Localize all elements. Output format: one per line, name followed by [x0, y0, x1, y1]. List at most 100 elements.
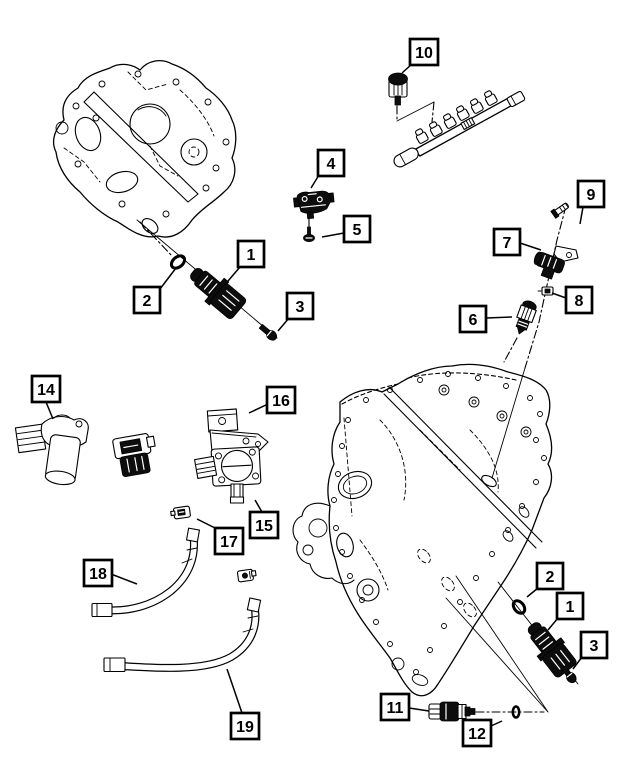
callout-number: 1: [566, 599, 575, 616]
callout-box-8[interactable]: 8: [564, 285, 594, 315]
callout-box-1-rear[interactable]: 1: [555, 591, 585, 621]
callout-frame[interactable]: [265, 385, 297, 415]
callout-box-10[interactable]: 10: [408, 37, 440, 67]
callout-box-1-front[interactable]: 1: [236, 239, 266, 269]
leader-lines: [45, 63, 584, 727]
cam-sensor-rear-group: [497, 581, 579, 685]
callout-frame[interactable]: [379, 692, 411, 722]
callout-box-11[interactable]: 11: [379, 692, 411, 722]
callout-frame[interactable]: [82, 558, 114, 588]
callout-number: 11: [387, 700, 404, 717]
callout-number: 19: [236, 719, 254, 736]
engine-side-view: [292, 363, 553, 713]
o-ring-rear: [511, 599, 527, 615]
map-sensor-screw: [303, 226, 315, 242]
o-ring-front: [169, 254, 187, 270]
callout-frame[interactable]: [576, 179, 606, 209]
coolant-sensor: [14, 414, 89, 486]
small-pressure-sensor: [112, 433, 156, 478]
map-sensor-group: [293, 190, 335, 242]
sensor-install-link: [396, 101, 435, 122]
callout-number: 14: [37, 382, 55, 399]
fuel-rail-left-tip: [393, 147, 419, 168]
callout-frame[interactable]: [342, 214, 372, 244]
callout-box-3-rear[interactable]: 3: [579, 630, 609, 660]
retaining-clip: [537, 286, 554, 296]
sensor-bolt-rear: [560, 665, 577, 684]
sensor-bolt-front: [258, 323, 278, 341]
callout-frame[interactable]: [535, 561, 565, 591]
callout-number: 2: [143, 293, 152, 310]
pressure-sensor-bracket: [533, 245, 579, 280]
callout-frame[interactable]: [492, 227, 522, 257]
o-ring-oil-sensor: [511, 705, 521, 719]
fuel-rail-group: [388, 72, 526, 168]
callout-box-2-rear[interactable]: 2: [535, 561, 565, 591]
callout-frame[interactable]: [248, 510, 280, 540]
callout-number: 15: [255, 518, 273, 535]
callout-box-6[interactable]: 6: [458, 304, 488, 334]
callout-box-12[interactable]: 12: [461, 718, 493, 748]
hose-clip-b: [236, 568, 257, 583]
callout-box-3-front[interactable]: 3: [285, 291, 315, 321]
cam-sensor-rear: [527, 622, 577, 678]
oil-pressure-sensor: [428, 701, 476, 722]
callout-number: 3: [296, 299, 305, 316]
callout-frame[interactable]: [564, 285, 594, 315]
install-guide-lines: [445, 575, 549, 713]
callout-number: 9: [587, 187, 596, 204]
callout-number: 10: [415, 45, 433, 62]
callout-box-5[interactable]: 5: [342, 214, 372, 244]
callout-number: 12: [468, 726, 486, 743]
engine-side-details: [302, 371, 549, 713]
callout-frame[interactable]: [236, 239, 266, 269]
side-bolt-bosses: [331, 371, 547, 675]
hose-clip-a: [170, 505, 191, 520]
callout-number: 18: [89, 566, 107, 583]
callout-frame[interactable]: [458, 304, 488, 334]
callout-frame[interactable]: [132, 285, 162, 315]
callout-frame[interactable]: [408, 37, 440, 67]
callout-box-15[interactable]: 15: [248, 510, 280, 540]
bolt-bosses: [72, 70, 230, 218]
callout-box-4[interactable]: 4: [316, 148, 346, 178]
fuel-rail-sensor: [388, 72, 408, 106]
callout-number: 8: [575, 293, 584, 310]
callout-number: 3: [590, 638, 599, 655]
callout-box-14[interactable]: 14: [30, 374, 62, 404]
callout-frame[interactable]: [229, 711, 261, 741]
mount-pad: [481, 474, 497, 488]
right-sensor-cluster: [481, 202, 579, 488]
callout-frame[interactable]: [213, 526, 245, 556]
callout-box-16[interactable]: 16: [265, 385, 297, 415]
hose-upper: [91, 527, 201, 618]
water-pump-housing: [292, 502, 355, 585]
callout-box-9[interactable]: 9: [576, 179, 606, 209]
engine-side-outline: [327, 363, 553, 697]
callout-frame[interactable]: [316, 148, 346, 178]
callout-frame[interactable]: [30, 374, 62, 404]
callout-number: 7: [503, 235, 512, 252]
callout-box-19[interactable]: 19: [229, 711, 261, 741]
callout-frame[interactable]: [555, 591, 585, 621]
callout-box-18[interactable]: 18: [82, 558, 114, 588]
injector-ports: [415, 90, 498, 144]
callout-box-2-front[interactable]: 2: [132, 285, 162, 315]
hose-lower: [103, 597, 262, 673]
callout-box-7[interactable]: 7: [492, 227, 522, 257]
map-sensor: [293, 190, 335, 220]
callouts: 1 2 3 4 5 6 7 8 9 10: [30, 37, 609, 748]
callout-frame[interactable]: [285, 291, 315, 321]
fuel-rail-end-cap: [506, 90, 526, 108]
callout-frame[interactable]: [579, 630, 609, 660]
callout-frame[interactable]: [461, 718, 493, 748]
install-line-into-block: [491, 367, 526, 479]
callout-number: 4: [327, 156, 336, 173]
callout-number: 6: [469, 312, 478, 329]
oil-pressure-sensor-group: [428, 701, 545, 722]
callout-box-17[interactable]: 17: [213, 526, 245, 556]
cam-sensor-front-group: [136, 219, 278, 341]
install-axis-dashdot: [139, 221, 173, 257]
